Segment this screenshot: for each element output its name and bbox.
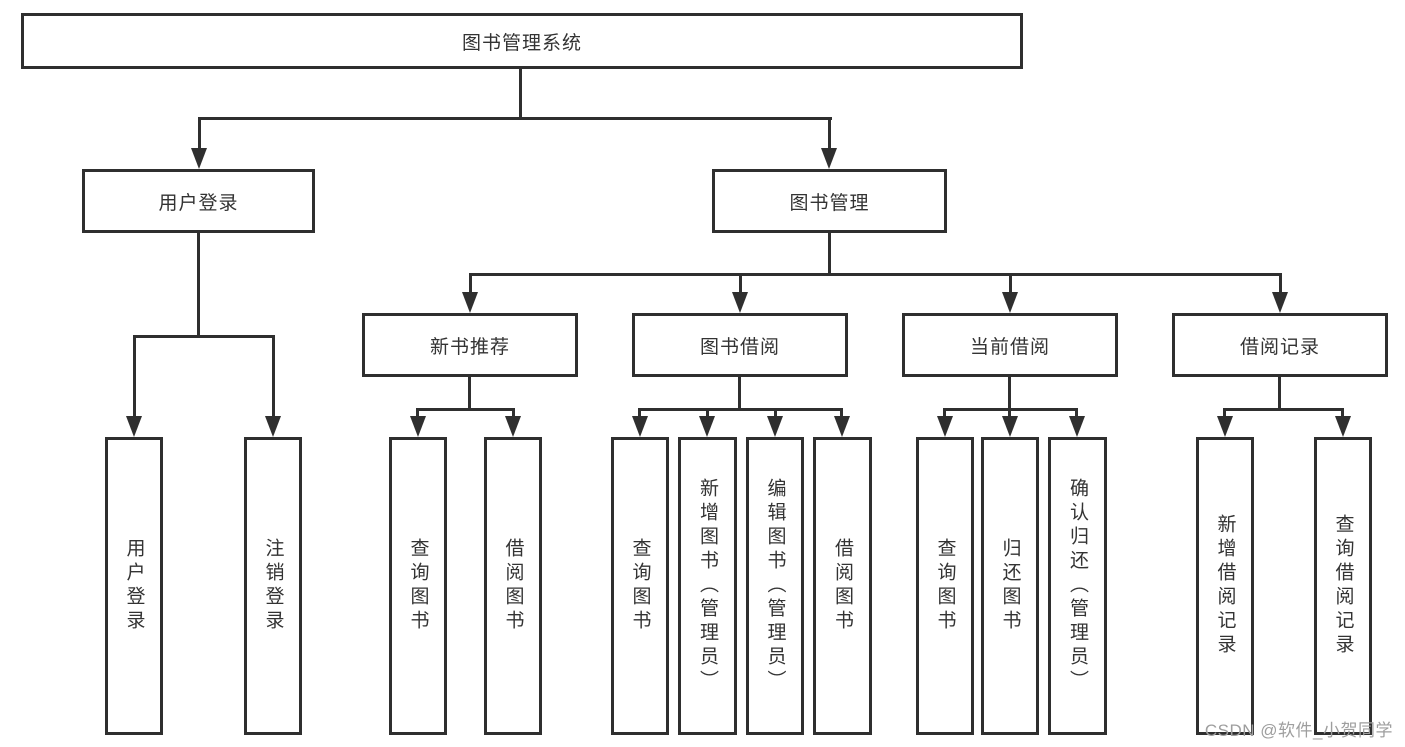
node-label: 新增借阅记录 (1214, 514, 1236, 658)
csdn-watermark: CSDN @软件_小贺同学 (1204, 721, 1393, 740)
node-label: 借阅图书 (502, 538, 524, 634)
connector-leaf-drop (1223, 408, 1226, 419)
connector-level3-drop (1279, 273, 1282, 295)
node-label: 注销登录 (262, 538, 284, 634)
connector-root-stem (519, 69, 522, 117)
arrow-down-icon (632, 416, 648, 437)
node-library-management-system: 图书管理系统 (21, 13, 1023, 69)
connector-book-mgmt-drop (828, 117, 831, 150)
leaf-search-borrow-record: 查询借阅记录 (1314, 437, 1372, 735)
node-book-borrowing: 图书借阅 (632, 313, 848, 377)
arrow-down-icon (821, 148, 837, 169)
connector-user-login-branch (133, 335, 275, 338)
connector-level3-drop (1009, 273, 1012, 295)
connector-leaf-drop (706, 408, 709, 419)
connector-stem (1008, 377, 1011, 408)
connector-book-mgmt-stem (828, 233, 831, 273)
leaf-search-books-borrowing: 查询图书 (611, 437, 669, 735)
connector-leaf-drop (272, 335, 275, 419)
connector-leaf-drop (638, 408, 641, 419)
node-new-book-recommendation: 新书推荐 (362, 313, 578, 377)
arrow-down-icon (1002, 292, 1018, 313)
connector-user-login-drop (198, 117, 201, 150)
connector-stem (1278, 377, 1281, 408)
leaf-borrow-books: 借阅图书 (813, 437, 872, 735)
leaf-user-login: 用户登录 (105, 437, 163, 735)
connector-branch (416, 408, 515, 411)
leaf-borrow-books-recommend: 借阅图书 (484, 437, 542, 735)
connector-leaf-drop (133, 335, 136, 419)
arrow-down-icon (937, 416, 953, 437)
leaf-edit-books-admin: 编辑图书（管理员） (746, 437, 804, 735)
arrow-down-icon (834, 416, 850, 437)
arrow-down-icon (265, 416, 281, 437)
connector-leaf-drop (512, 408, 515, 419)
connector-level3-drop (469, 273, 472, 295)
node-label: 图书管理 (789, 192, 870, 214)
arrow-down-icon (699, 416, 715, 437)
node-label: 查询图书 (407, 538, 429, 634)
leaf-confirm-return-admin: 确认归还（管理员） (1048, 437, 1107, 735)
arrow-down-icon (126, 416, 142, 437)
node-label: 编辑图书（管理员） (764, 478, 786, 694)
leaf-search-books-current: 查询图书 (916, 437, 974, 735)
node-label: 图书借阅 (699, 336, 780, 358)
node-label: 新书推荐 (429, 336, 510, 358)
node-book-management: 图书管理 (712, 169, 947, 233)
node-label: 查询图书 (934, 538, 956, 634)
leaf-search-books-recommend: 查询图书 (389, 437, 447, 735)
connector-level3-drop (739, 273, 742, 295)
arrow-down-icon (732, 292, 748, 313)
connector-leaf-drop (840, 408, 843, 419)
node-label: 新增图书（管理员） (697, 478, 718, 694)
arrow-down-icon (1069, 416, 1085, 437)
arrow-down-icon (462, 292, 478, 313)
arrow-down-icon (1272, 292, 1288, 313)
node-label: 用户登录 (123, 538, 145, 634)
connector-leaf-drop (1075, 408, 1078, 419)
arrow-down-icon (1335, 416, 1351, 437)
node-label: 查询图书 (629, 538, 651, 634)
arrow-down-icon (191, 148, 207, 169)
node-label: 确认归还（管理员） (1067, 478, 1088, 694)
arrow-down-icon (505, 416, 521, 437)
connector-leaf-drop (943, 408, 946, 419)
node-label: 查询借阅记录 (1332, 514, 1354, 658)
connector-user-login-stem (197, 233, 200, 335)
connector-branch (1223, 408, 1344, 411)
node-label: 借阅记录 (1239, 336, 1320, 358)
node-label: 当前借阅 (969, 336, 1050, 358)
leaf-add-books-admin: 新增图书（管理员） (678, 437, 737, 735)
connector-leaf-drop (1008, 408, 1011, 419)
node-user-login: 用户登录 (82, 169, 315, 233)
node-label: 用户登录 (158, 192, 239, 214)
node-label: 归还图书 (999, 538, 1021, 634)
connector-stem (468, 377, 471, 408)
connector-leaf-drop (774, 408, 777, 419)
node-label: 图书管理系统 (461, 32, 582, 54)
arrow-down-icon (1002, 416, 1018, 437)
node-current-borrowing: 当前借阅 (902, 313, 1118, 377)
leaf-add-borrow-record: 新增借阅记录 (1196, 437, 1254, 735)
connector-level2-branch (198, 117, 832, 120)
connector-level3-branch (469, 273, 1282, 276)
node-label: 借阅图书 (832, 538, 853, 634)
connector-leaf-drop (1341, 408, 1344, 419)
leaf-logout: 注销登录 (244, 437, 302, 735)
arrow-down-icon (767, 416, 783, 437)
connector-leaf-drop (416, 408, 419, 419)
arrow-down-icon (410, 416, 426, 437)
connector-stem (738, 377, 741, 408)
connector-branch (638, 408, 843, 411)
arrow-down-icon (1217, 416, 1233, 437)
node-borrowing-records: 借阅记录 (1172, 313, 1388, 377)
leaf-return-books: 归还图书 (981, 437, 1039, 735)
